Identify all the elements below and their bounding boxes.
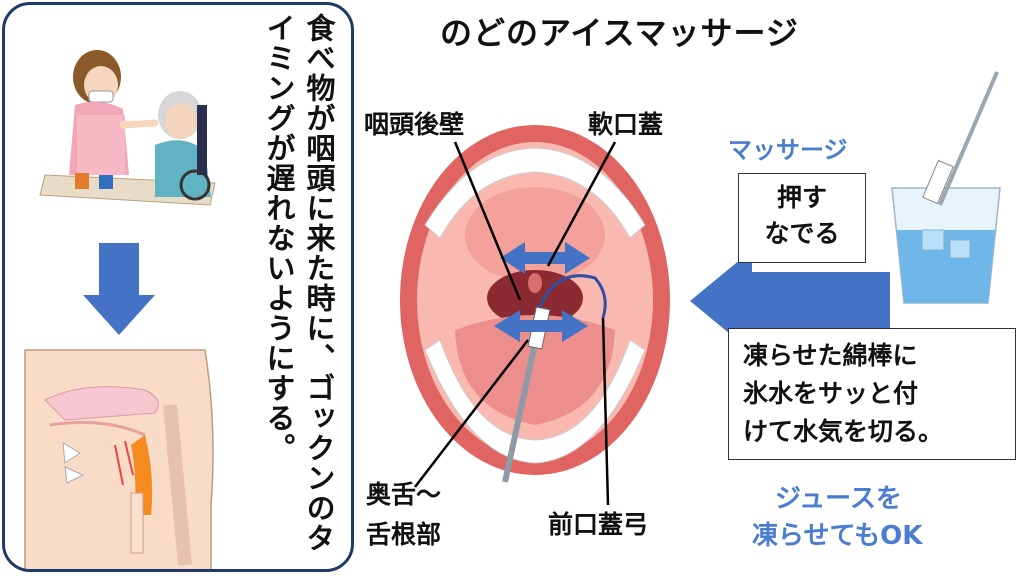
- prep-line3: けて水気を切る。: [743, 417, 944, 446]
- instruction-panel: 食べ物が咽頭に来た時に、ゴックンのタイミングが遅れないようにする。: [2, 2, 354, 572]
- tip-line2: 凍らせてもOK: [752, 521, 923, 551]
- down-arrow-icon: [83, 243, 155, 335]
- throat-anatomy-illustration: [24, 349, 214, 569]
- double-arrow-upper-icon: [500, 242, 590, 274]
- leader-line-pharynx: [453, 141, 522, 301]
- leader-line-soft-palate: [546, 141, 617, 267]
- tip-line1: ジュースを: [775, 484, 902, 514]
- label-tongue-root-line1: 奥舌〜: [366, 480, 442, 509]
- leader-line-arch: [601, 317, 610, 506]
- massage-action-box: 押す なでる: [738, 173, 866, 263]
- label-palatal-arch: 前口蓋弓: [548, 510, 649, 539]
- open-mouth-illustration: [400, 125, 670, 475]
- instruction-text: 食べ物が咽頭に来た時に、ゴックンのタイミングが遅れないようにする。: [262, 13, 336, 553]
- massage-action-line1: 押す: [776, 183, 827, 212]
- prep-line2: 氷水をサッと付: [743, 379, 919, 408]
- illustration-svg: [24, 50, 216, 569]
- preparation-box: 凍らせた綿棒に 氷水をサッと付 けて水気を切る。: [728, 328, 1016, 460]
- double-arrow-lower-icon: [494, 310, 588, 342]
- page-title: のどのアイスマッサージ: [440, 14, 799, 52]
- label-soft-palate: 軟口蓋: [588, 110, 664, 139]
- prep-line1: 凍らせた綿棒に: [743, 341, 918, 370]
- massage-heading: マッサージ: [728, 136, 848, 164]
- label-tongue-root-line2: 舌根部: [366, 520, 442, 549]
- label-pharynx-wall: 咽頭後壁: [364, 110, 465, 139]
- leader-line-tongue: [414, 339, 529, 488]
- ice-water-glass-icon: [891, 71, 1001, 304]
- swab-arc: [531, 274, 607, 326]
- caregiver-illustration: [39, 50, 216, 206]
- left-arrow-icon: [690, 250, 890, 352]
- massage-action-line2: なでる: [764, 219, 840, 248]
